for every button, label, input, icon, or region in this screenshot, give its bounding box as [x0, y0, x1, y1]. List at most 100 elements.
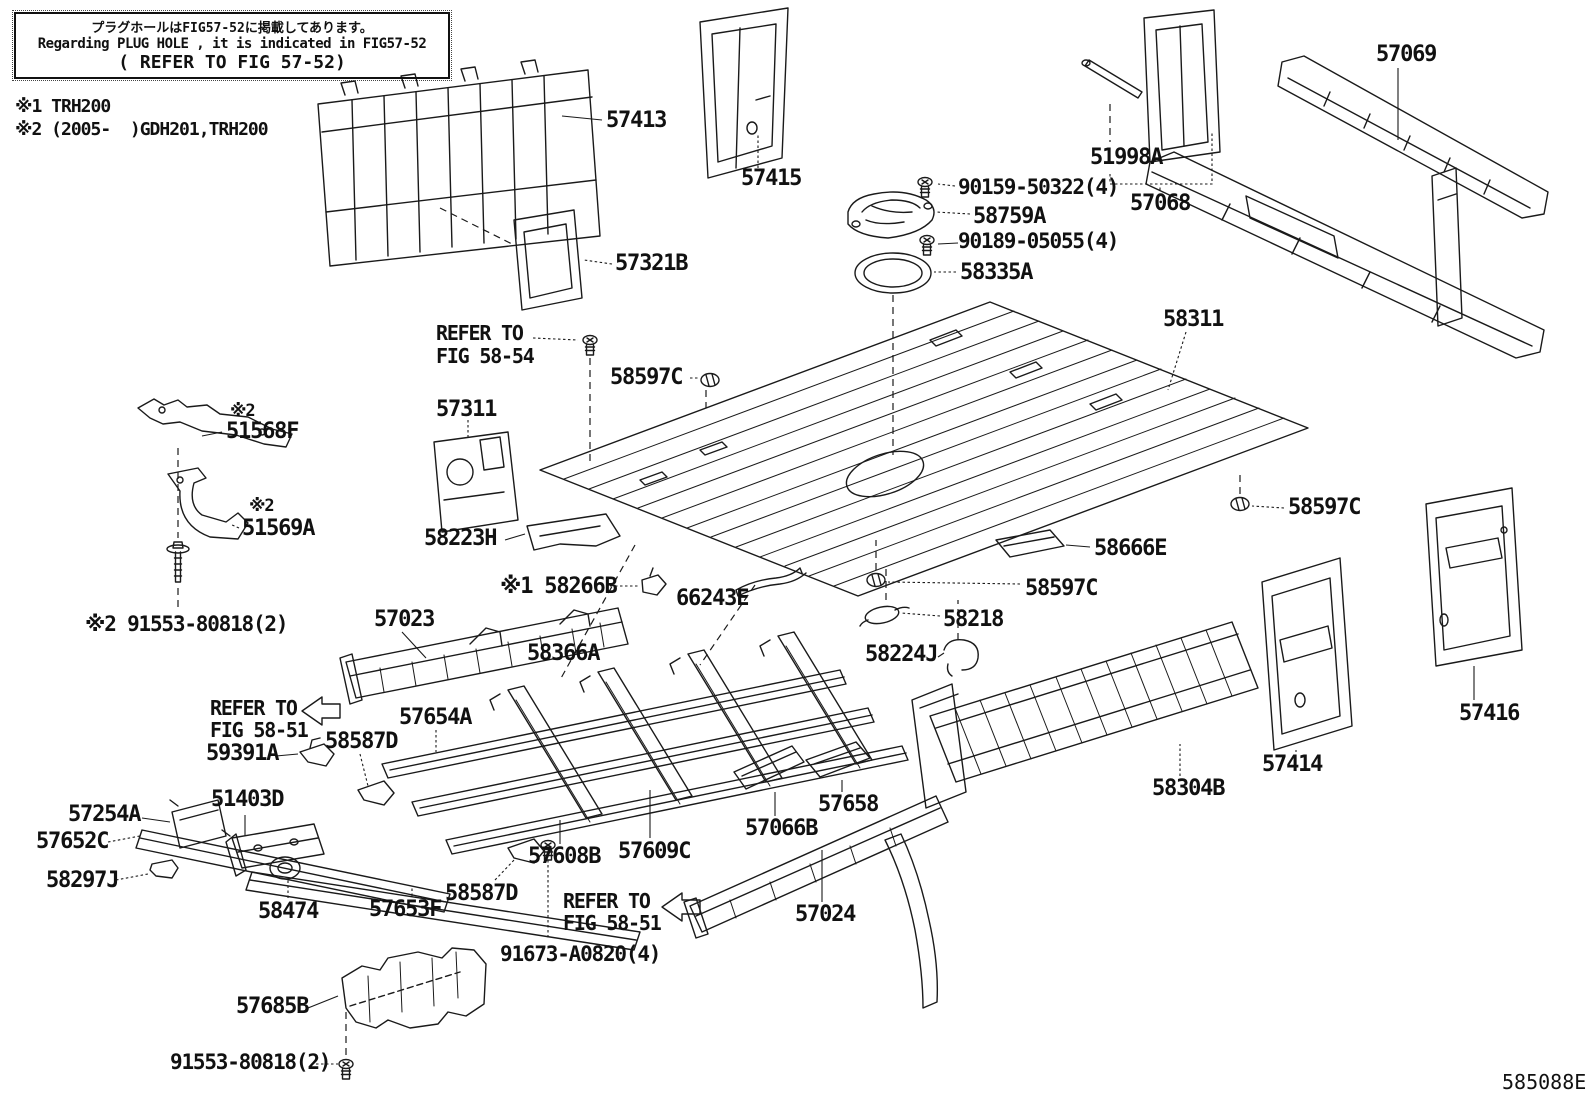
note-line-refer: ( REFER TO FIG 57-52): [118, 52, 346, 73]
part-label-57069: 57069: [1376, 42, 1437, 67]
part-label-58297J: 58297J: [46, 868, 119, 893]
part-58311: [539, 301, 1309, 597]
part-58218: [859, 605, 910, 627]
part-57413: [317, 59, 601, 267]
part-57254A: [169, 799, 231, 849]
part-label-58304B: 58304B: [1152, 776, 1225, 801]
part-label-57311: 57311: [436, 397, 497, 422]
part-label-58311: 58311: [1163, 307, 1224, 332]
part-57321B: [513, 209, 583, 311]
part-58304B: [911, 621, 1259, 809]
note-line-japanese: プラグホールはFIG57-52に掲載してあります。: [91, 21, 373, 36]
assembly-axis-lines: [177, 104, 1241, 1056]
note-line-english: Regarding PLUG HOLE , it is indicated in…: [37, 36, 427, 52]
part-label-REFER-TO: REFER TO: [210, 696, 298, 720]
part-label-58597C: 58597C: [1288, 495, 1361, 520]
part-label-51403D: 51403D: [211, 787, 284, 812]
plug-hole-note-box: プラグホールはFIG57-52に掲載してあります。 Regarding PLUG…: [12, 10, 452, 81]
part-58335A: [854, 252, 932, 294]
part-label-57608B: 57608B: [528, 844, 601, 869]
part-58666E: [995, 529, 1065, 558]
legend-note-2: ※2 (2005- )GDH201,TRH200: [15, 119, 269, 140]
part-57685B: [341, 947, 487, 1029]
part-57069: [1277, 55, 1549, 327]
part-label-90189-05055-4: 90189-05055(4): [958, 229, 1119, 253]
part-label-57416: 57416: [1459, 701, 1520, 726]
part-label-58587D: 58587D: [445, 881, 518, 906]
leader-lines-solid: [141, 68, 1475, 1009]
part-51568F: [137, 398, 293, 448]
part-label-1-58266B: ※1 58266B: [500, 574, 618, 599]
part-58587D-b: [507, 838, 545, 864]
part-59391A: [299, 737, 335, 767]
part-label-58224J: 58224J: [865, 642, 938, 667]
part-57024: [683, 795, 949, 1009]
part-label-2: ※2: [230, 401, 256, 421]
part-label-58666E: 58666E: [1094, 536, 1167, 561]
part-58474: [269, 856, 301, 880]
legend-note-1: ※1 TRH200: [15, 96, 111, 117]
part-label-57066B: 57066B: [745, 816, 818, 841]
part-label-2: ※2: [249, 496, 275, 516]
part-57066B: [733, 745, 805, 790]
part-label-57658: 57658: [818, 792, 879, 817]
part-label-51998A: 51998A: [1090, 145, 1163, 170]
part-51569A: [167, 467, 249, 540]
part-51998A: [1081, 59, 1143, 99]
part-57415: [699, 7, 789, 179]
part-label-FIG-58-51: FIG 58-51: [563, 911, 662, 935]
part-label-57414: 57414: [1262, 752, 1323, 777]
part-66243E: [735, 567, 807, 597]
part-label-57415: 57415: [741, 166, 802, 191]
refer-arrow-left-icon: [301, 696, 341, 726]
part-label-59391A: 59391A: [206, 741, 279, 766]
part-58223H: [526, 513, 621, 551]
part-label-57654A: 57654A: [399, 705, 472, 730]
part-57023: [339, 607, 629, 705]
part-label-57254A: 57254A: [68, 802, 141, 827]
part-label-58223H: 58223H: [424, 526, 497, 551]
part-label-57653F: 57653F: [369, 897, 442, 922]
part-57653F: [245, 871, 641, 951]
part-label-90159-50322-4: 90159-50322(4): [958, 175, 1119, 199]
part-label-58335A: 58335A: [960, 260, 1033, 285]
part-label-58759A: 58759A: [973, 204, 1046, 229]
part-label-FIG-58-54: FIG 58-54: [436, 344, 535, 368]
part-57414: [1261, 557, 1353, 751]
part-label-57023: 57023: [374, 607, 435, 632]
part-57658: [805, 741, 871, 778]
cross-member-cluster: [381, 631, 909, 855]
refer-arrow-bottom-icon: [661, 892, 701, 922]
part-57311: [433, 431, 519, 533]
part-label-57652C: 57652C: [36, 829, 109, 854]
part-label-91553-80818-2: 91553-80818(2): [170, 1050, 331, 1074]
part-label-91673-A0820-4: 91673-A0820(4): [500, 942, 661, 966]
part-label-58587D: 58587D: [325, 729, 398, 754]
part-label-57024: 57024: [795, 902, 856, 927]
part-label-51568F: 51568F: [226, 419, 299, 444]
part-58297J: [149, 859, 179, 879]
part-label-57321B: 57321B: [615, 251, 688, 276]
diagram-code: 585088E: [1502, 1070, 1587, 1094]
part-label-51569A: 51569A: [242, 516, 315, 541]
part-58266B: [641, 567, 667, 596]
part-label-57609C: 57609C: [618, 839, 691, 864]
part-label-58218: 58218: [943, 607, 1004, 632]
part-label-FIG-58-51: FIG 58-51: [210, 718, 309, 742]
part-label-58597C: 58597C: [1025, 576, 1098, 601]
part-label-REFER-TO: REFER TO: [563, 889, 651, 913]
part-57652C: [135, 829, 451, 913]
part-57068: [1143, 9, 1545, 359]
part-label-2-91553-80818-2: ※2 91553-80818(2): [85, 612, 289, 636]
part-label-66243E: 66243E: [676, 586, 749, 611]
part-label-57685B: 57685B: [236, 994, 309, 1019]
leader-lines-dotted: [107, 132, 1285, 1065]
part-label-57068: 57068: [1130, 191, 1191, 216]
part-57416: [1425, 487, 1523, 667]
part-58759A: [847, 191, 935, 239]
part-label-57413: 57413: [606, 108, 667, 133]
part-label-58474: 58474: [258, 899, 319, 924]
